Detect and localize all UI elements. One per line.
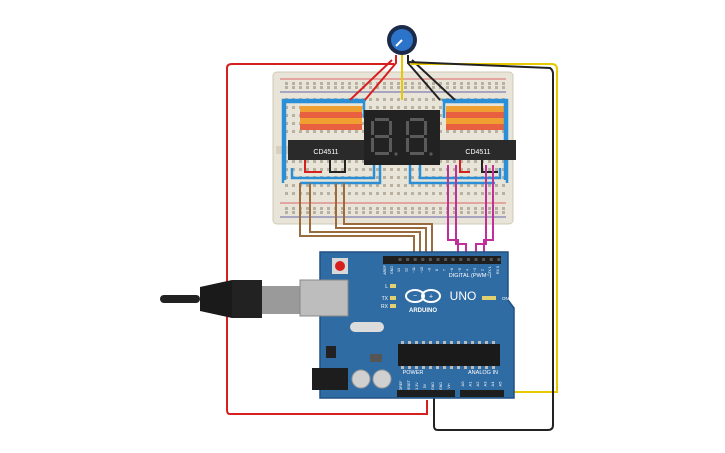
analog-pin-3: A3 <box>483 381 488 387</box>
digital-pin-5: 8 <box>435 269 439 271</box>
segment-d <box>375 152 389 155</box>
chip-right[interactable]: CD4511 <box>440 140 516 160</box>
resistor-bank-left[interactable] <box>300 106 362 130</box>
reset-button[interactable] <box>335 261 345 271</box>
led-l-label: L <box>385 284 388 290</box>
segment-f <box>371 121 374 135</box>
arduino-logo: − + <box>405 289 441 303</box>
digit-left <box>371 118 398 156</box>
brand-label: ARDUINO <box>409 308 437 314</box>
wire-bundle-brown <box>299 183 433 258</box>
wire-yellow-signal <box>410 63 558 393</box>
wire-red-power <box>226 63 428 415</box>
segment-c <box>424 138 427 152</box>
capacitor-1 <box>351 369 371 389</box>
voltage-regulator <box>326 346 336 358</box>
digital-pin-13: RX 0 <box>496 266 500 274</box>
crystal <box>350 322 384 332</box>
resistor-bank-right[interactable] <box>446 106 508 130</box>
power-pin-2: 3.3V <box>415 382 419 390</box>
power-pin-4: GND <box>431 382 435 390</box>
chip-left[interactable]: CD4511 <box>288 140 364 160</box>
power-pin-1: RESET <box>407 379 411 392</box>
digital-pin-11: 2 <box>481 269 485 271</box>
digital-pin-4: ~9 <box>427 268 431 272</box>
digital-pin-8: ~5 <box>458 268 462 272</box>
analog-label: ANALOG IN <box>468 370 498 376</box>
digital-pin-12: TX 1 <box>488 266 492 274</box>
digital-pin-3: ~10 <box>420 267 424 273</box>
digital-pin-0: 13 <box>397 268 401 272</box>
usb-port <box>299 279 349 317</box>
analog-pin-1: A1 <box>468 381 473 387</box>
power-pin-6: Vin <box>447 383 451 388</box>
digital-pin-10: ~3 <box>473 268 477 272</box>
power-pin-5: GND <box>439 382 443 390</box>
svg-text:−: − <box>413 293 417 300</box>
digit-right <box>406 118 433 156</box>
segment-g <box>375 135 389 138</box>
power-pin-labels: IOREF RESET 3.3V 5V GND GND Vin <box>399 379 451 392</box>
segment-e <box>406 138 409 152</box>
segment-a <box>375 118 389 121</box>
analog-header[interactable] <box>460 390 504 397</box>
analog-pin-4: A4 <box>490 381 495 387</box>
power-header[interactable] <box>397 390 455 397</box>
potentiometer[interactable] <box>387 25 417 55</box>
digital-pin-6: 7 <box>443 269 447 271</box>
segment-dp <box>394 152 398 156</box>
svg-text:+: + <box>429 294 433 301</box>
analog-pin-5: A5 <box>498 381 503 387</box>
power-label: POWER <box>403 370 424 376</box>
pin-gnd: GND <box>390 266 394 274</box>
chip-right-label: CD4511 <box>465 149 490 156</box>
digital-pin-1: 12 <box>405 268 409 272</box>
segment-b <box>389 121 392 135</box>
digital-pin-7: ~6 <box>450 268 454 272</box>
digital-header[interactable] <box>383 256 501 264</box>
segment-dp <box>429 152 433 156</box>
pin-aref: AREF <box>383 264 387 274</box>
seven-segment-display[interactable] <box>364 110 440 165</box>
wire-black-ground <box>407 61 554 431</box>
model-label: UNO <box>450 289 477 303</box>
analog-pin-0: A0 <box>460 381 465 387</box>
segment-f <box>406 121 409 135</box>
digital-pin-2: ~11 <box>412 267 416 273</box>
digital-label: DIGITAL (PWM~) <box>449 273 492 279</box>
power-pin-3: 5V <box>423 383 427 388</box>
capacitor-2 <box>372 369 392 389</box>
on-label: ON <box>502 296 509 301</box>
analog-pin-2: A2 <box>475 381 480 387</box>
microcontroller-chip <box>398 344 500 366</box>
power-pin-0: IOREF <box>399 380 403 392</box>
digital-pin-9: 4 <box>465 269 469 271</box>
segment-b <box>424 121 427 135</box>
microcontroller-pins <box>401 341 495 369</box>
segment-e <box>371 138 374 152</box>
segment-d <box>410 152 424 155</box>
segment-c <box>389 138 392 152</box>
led-rx-label: RX <box>381 304 389 310</box>
segment-g <box>410 135 424 138</box>
wire-bundle-magenta <box>447 165 494 258</box>
led-tx-label: TX <box>382 296 389 302</box>
usb-cable[interactable] <box>160 280 300 318</box>
segment-a <box>410 118 424 121</box>
barrel-jack[interactable] <box>312 368 348 390</box>
chip-left-label: CD4511 <box>313 149 338 156</box>
